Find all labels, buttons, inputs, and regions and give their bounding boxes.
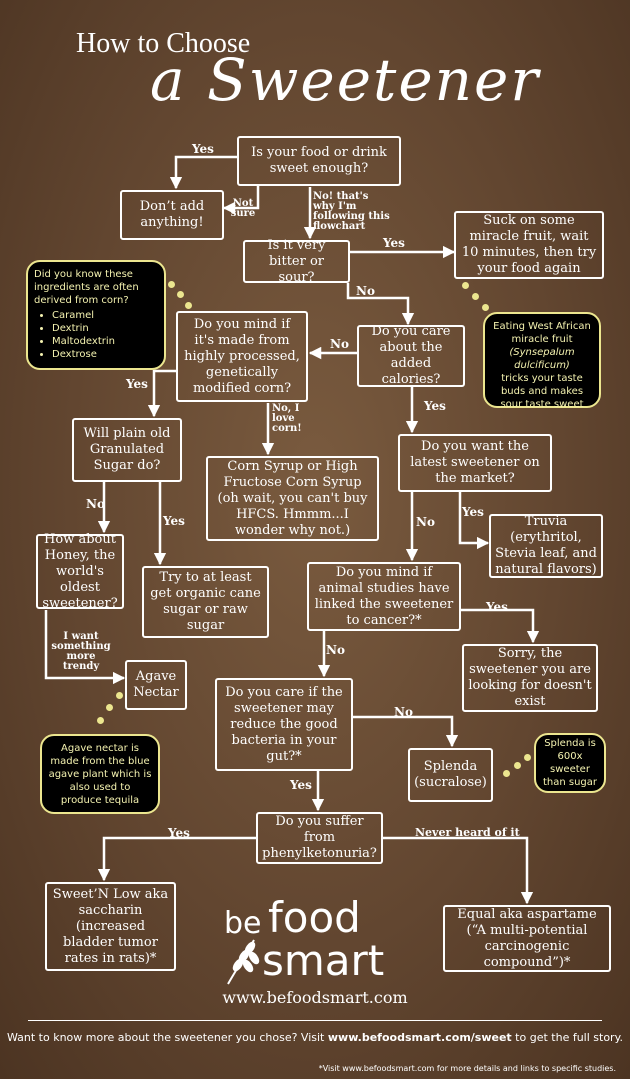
arrow-q10-yes [97,836,256,882]
note-dot [177,291,184,298]
brand-food: food [268,893,361,942]
q3-added-calories: Do you care about the added calories? [357,324,465,387]
note-dot [524,754,531,761]
title-line2: a Sweetener [150,46,541,114]
footnote: *Visit www.befoodsmart.com for more deta… [318,1064,616,1073]
label-q3-no: No [330,337,349,351]
label-q1-no: No! that's why I'm following this flowch… [313,191,390,232]
arrow-q7-yes [458,492,490,550]
note-dot [185,302,192,309]
arrow-q10-never [383,836,534,905]
splenda: Splenda (sucralose) [408,748,493,802]
label-q5-no: No [86,497,105,511]
note-dot [116,692,123,699]
organic-cane-sugar: Try to at least get organic cane sugar o… [142,566,269,638]
note-corn-ingredients: Did you know these ingredients are often… [26,260,166,370]
arrow-q2-no [346,283,415,326]
note-dot [97,717,104,724]
note-dot [514,762,521,769]
arrow-q1-notsure [222,185,260,215]
sweetnlow: Sweet’N Low aka saccharin (increased bla… [45,882,176,971]
q5-granulated-sugar: Will plain old Granulated Sugar do? [72,418,182,482]
agave-nectar: Agave Nectar [125,660,187,710]
corn-ingredient-list: Caramel Dextrin Maltodextrin Dextrose [34,309,158,361]
footer-post: to get the full story. [511,1031,624,1044]
note-miracle-a: Eating West African miracle fruit [493,321,591,345]
q10-phenylketonuria: Do you suffer from phenylketonuria? [256,812,383,864]
list-item: Maltodextrin [52,335,158,348]
footer-pre: Want to know more about the sweetener yo… [6,1031,328,1044]
footer-link[interactable]: www.befoodsmart.com/sweet [327,1031,512,1044]
equal-aspartame: Equal aka aspartame (“A multi-potential … [443,905,611,972]
note-dot [106,704,113,711]
label-q8-yes: Yes [486,600,508,614]
label-q1-notsure: Not sure [230,198,256,219]
label-q3-yes: Yes [424,399,446,413]
note-splenda-text: Splenda is 600x sweeter than sugar [542,738,598,788]
label-q10-yes: Yes [168,826,190,840]
arrow-q6-trendy [44,610,126,685]
note-miracle-b: (Synsepalum dulcificum) [509,347,575,371]
brand-smart: smart [262,936,385,985]
label-q4-yes: Yes [126,377,148,391]
truvia: Truvia (erythritol, Stevia leaf, and nat… [489,514,603,578]
q1-sweet-enough: Is your food or drink sweet enough? [237,136,401,186]
q9-gut-bacteria: Do you care if the sweetener may reduce … [215,678,353,771]
note-splenda: Splenda is 600x sweeter than sugar [534,733,606,793]
note-agave-text: Agave nectar is made from the blue agave… [48,742,152,806]
note-agave: Agave nectar is made from the blue agave… [40,734,160,814]
brand-be: be [224,906,262,941]
q2-bitter-sour: Is it very bitter or sour? [243,238,350,285]
label-q9-yes: Yes [290,778,312,792]
label-q7-yes: Yes [462,505,484,519]
corn-syrup: Corn Syrup or High Fructose Corn Syrup (… [206,456,379,541]
brand-url[interactable]: www.befoodsmart.com [222,988,408,1007]
label-q1-yes: Yes [192,142,214,156]
arrow-q8-yes [461,608,540,644]
list-item: Dextrin [52,322,158,335]
arrow-q9-no [353,715,459,748]
q8-animal-studies: Do you mind if animal studies have linke… [307,562,461,631]
list-item: Dextrose [52,348,158,361]
note-miracle-fruit: Eating West African miracle fruit (Synse… [483,312,601,410]
arrow-q4-yes [147,369,176,418]
label-q9-no: No [394,705,413,719]
sorry-doesnt-exist: Sorry, the sweetener you are looking for… [462,644,598,712]
label-q8-no: No [326,643,345,657]
note-dot [168,281,175,288]
wheat-icon [227,939,260,985]
note-dot [472,293,479,300]
footer-divider [28,1020,602,1021]
list-item: Caramel [52,309,158,322]
q6-honey: How about Honey, the world's oldest swee… [36,532,124,611]
label-q5-yes: Yes [163,514,185,528]
miracle-fruit: Suck on some miracle fruit, wait 10 minu… [454,211,604,279]
note-corn-intro: Did you know these ingredients are often… [34,269,139,306]
label-q4-no: No, I love corn! [272,403,302,434]
note-dot [482,304,489,311]
arrow-q1-yes [169,155,237,190]
note-miracle-c: tricks your taste buds and makes sour ta… [500,373,584,410]
label-q7-no: No [416,515,435,529]
label-q10-never: Never heard of it [415,826,520,839]
note-dot [462,282,469,289]
q4-gmo-corn: Do you mind if it's made from highly pro… [176,311,308,402]
footer-text: Want to know more about the sweetener yo… [0,1031,630,1044]
label-q2-yes: Yes [383,236,405,250]
q7-latest-sweetener: Do you want the latest sweetener on the … [398,434,552,492]
title-line1: How to Choose [76,28,251,59]
label-q6-trendy: I want something more trendy [51,631,111,672]
label-q2-no: No [356,284,375,298]
note-dot [503,770,510,777]
dont-add-anything: Don’t add anything! [120,190,224,240]
